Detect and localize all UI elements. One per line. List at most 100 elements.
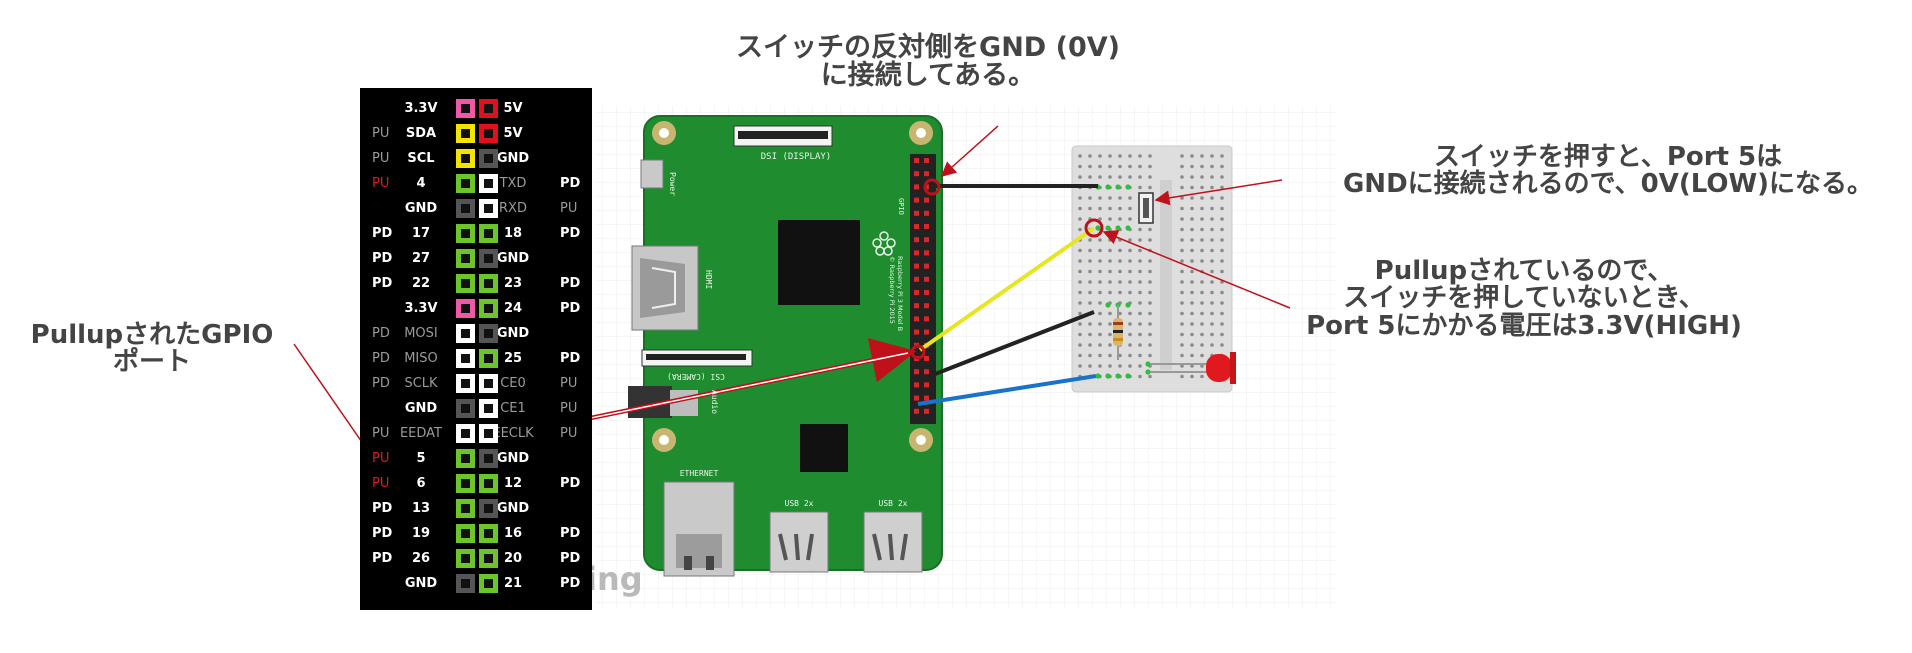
pin-left-tag: [372, 96, 394, 121]
breadboard-hole: [1088, 301, 1092, 305]
breadboard-hole: [1180, 374, 1184, 379]
pin-square-dot: [484, 179, 493, 188]
gpio-pin: [924, 329, 929, 335]
breadboard-hole: [1210, 185, 1214, 190]
pin-square-dot: [461, 254, 470, 263]
breadboard-hole: [1088, 280, 1092, 284]
pin-square-dot: [484, 104, 493, 113]
breadboard-hole: [1128, 364, 1132, 368]
pin-square: [479, 249, 498, 268]
gpio-pin: [914, 276, 919, 282]
pin-left-name: 17: [411, 226, 431, 241]
breadboard-hole: [1098, 269, 1102, 274]
pin-square-dot: [461, 404, 470, 413]
pin-right-name: GND: [496, 451, 530, 466]
breadboard-hole: [1128, 332, 1132, 337]
breadboard-hole: [1180, 322, 1184, 326]
pin-right-tag: PD: [560, 176, 581, 191]
breadboard-hole: [1200, 259, 1204, 263]
breadboard-hole: [1138, 269, 1142, 274]
breadboard-hole: [1220, 196, 1224, 200]
pin-square-dot: [461, 229, 470, 238]
breadboard-hole: [1148, 322, 1152, 326]
pin-right-tag: [560, 96, 586, 121]
pin-square-dot: [461, 279, 470, 288]
breadboard-hole: [1148, 175, 1152, 179]
breadboard-hole: [1220, 322, 1224, 326]
pin-right-tag: PU: [560, 401, 578, 416]
pin-right-name: 21: [503, 576, 523, 591]
gpio-pin: [924, 369, 929, 375]
pin-left-name: 22: [411, 276, 431, 291]
breadboard-hole: [1138, 322, 1142, 326]
breadboard-hole: [1078, 364, 1082, 368]
breadboard-hole: [1180, 175, 1184, 179]
breadboard-hole-connected: [1145, 369, 1151, 375]
breadboard-hole: [1200, 374, 1204, 379]
breadboard-hole: [1220, 227, 1224, 232]
breadboard-hole: [1148, 185, 1152, 190]
breadboard-hole: [1190, 154, 1194, 158]
pin-square-dot: [461, 129, 470, 138]
breadboard-hole: [1078, 322, 1082, 326]
breadboard-hole: [1180, 290, 1184, 295]
usb-port: [769, 511, 829, 573]
breadboard-hole: [1190, 322, 1194, 326]
breadboard-hole: [1220, 248, 1224, 253]
breadboard-hole: [1148, 227, 1152, 232]
breadboard-hole: [1138, 238, 1142, 242]
breadboard-hole: [1088, 154, 1092, 158]
pin-right-tag: [560, 246, 586, 271]
label-power: Power: [668, 172, 677, 196]
breadboard-hole: [1118, 217, 1122, 221]
breadboard-hole: [1210, 238, 1214, 242]
arrow-switch: [1154, 179, 1283, 206]
breadboard-hole: [1180, 311, 1184, 316]
gpio-pin: [914, 263, 919, 269]
gpio-pin: [924, 316, 929, 322]
pin-square-dot: [484, 229, 493, 238]
breadboard-hole: [1148, 353, 1152, 358]
pin-square-dot: [461, 179, 470, 188]
annotation-switch-pressed-line-1: スイッチを押すと、Port 5は: [1433, 142, 1783, 172]
pin-left-tag: [372, 571, 394, 596]
gpio-pins: [914, 158, 929, 414]
pin-left-tag: PD: [372, 276, 393, 291]
breadboard-hole: [1088, 332, 1092, 337]
pin-square-dot: [484, 354, 493, 363]
usb-port: [863, 511, 923, 573]
pin-square-dot: [484, 504, 493, 513]
breadboard-hole: [1148, 374, 1152, 379]
gpio-pin: [924, 395, 929, 401]
pin-square-dot: [484, 254, 493, 263]
breadboard-hole: [1108, 343, 1112, 347]
breadboard-hole: [1190, 217, 1194, 221]
pin-square: [479, 299, 498, 318]
pin-left-tag: PU: [372, 451, 390, 466]
breadboard-hole: [1118, 154, 1122, 158]
pin-square: [479, 424, 498, 443]
breadboard-hole: [1190, 269, 1194, 274]
pin-square: [479, 324, 498, 343]
breadboard-hole: [1078, 259, 1082, 263]
breadboard-hole: [1220, 259, 1224, 263]
pin-left-name: MISO: [404, 351, 438, 366]
breadboard-hole: [1098, 322, 1102, 326]
breadboard-hole: [1180, 238, 1184, 242]
breadboard-hole: [1190, 227, 1194, 232]
breadboard-hole: [1180, 332, 1184, 337]
breadboard-hole: [1200, 196, 1204, 200]
breadboard-hole: [1118, 364, 1122, 368]
pin-left-name: 4: [416, 176, 426, 191]
pin-square: [479, 449, 498, 468]
pin-square-dot: [461, 379, 470, 388]
breadboard-hole: [1148, 301, 1152, 305]
pin-right-name: CE0: [500, 376, 526, 391]
breadboard-hole: [1108, 364, 1112, 368]
pin-left-name: 3.3V: [404, 101, 438, 116]
pin-right-name: 25: [503, 351, 523, 366]
breadboard-hole: [1210, 206, 1214, 211]
